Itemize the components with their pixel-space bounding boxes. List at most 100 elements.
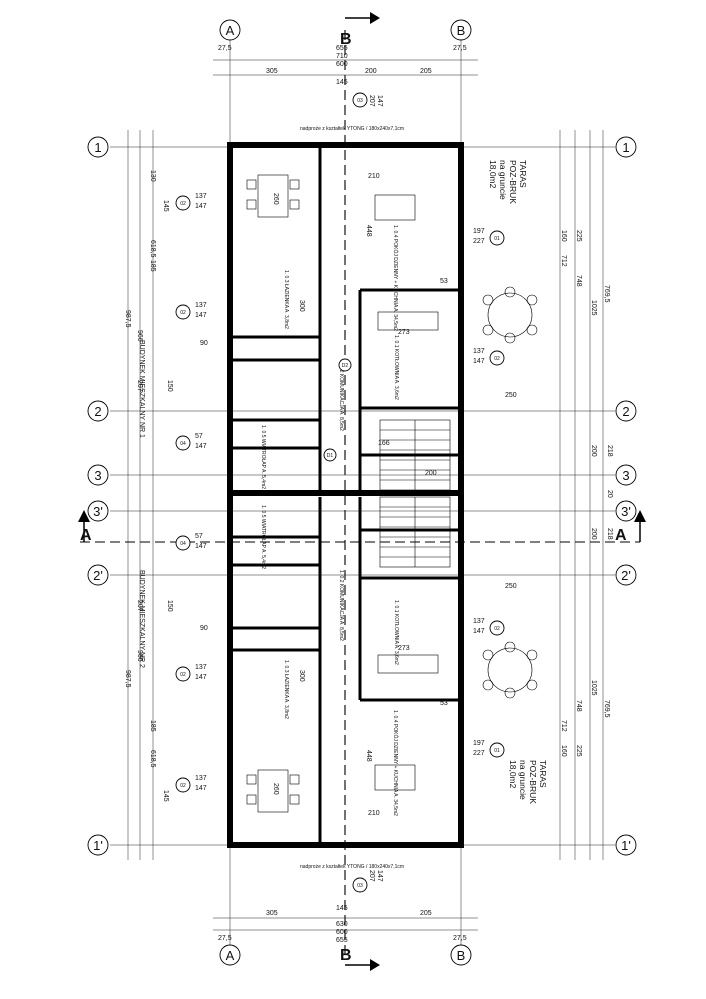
- num-448-top: 448: [365, 225, 372, 237]
- svg-text:90: 90: [200, 625, 208, 632]
- svg-text:137: 137: [473, 618, 485, 625]
- svg-text:A: A: [80, 527, 92, 544]
- num-273-top: 273: [398, 329, 410, 336]
- room-name-kot-bottom: 1. 0.1 KOTŁOWNIA A. 3,6m2: [393, 600, 399, 665]
- svg-text:57: 57: [195, 533, 203, 540]
- svg-text:18,0m2: 18,0m2: [488, 160, 498, 189]
- door-tag-d1: D1: [323, 448, 337, 462]
- axis-bubble-3p-right: 3': [615, 500, 637, 522]
- svg-text:3: 3: [622, 468, 629, 483]
- svg-text:160: 160: [560, 745, 567, 757]
- svg-text:227: 227: [473, 238, 485, 245]
- axis-grid-lines: [110, 40, 615, 950]
- axis-bubble-2p-right: 2': [615, 564, 637, 586]
- room-name-wc-bottom: 1. 0.3 ŁAZIENKA A. 3,8m2: [283, 660, 289, 719]
- section-marker-a-left: A: [78, 510, 92, 544]
- svg-text:966: 966: [136, 650, 143, 662]
- svg-text:20: 20: [606, 490, 613, 498]
- svg-text:200: 200: [590, 528, 597, 540]
- dim-top-27-5-right: 27,5: [453, 45, 467, 52]
- svg-text:1': 1': [93, 838, 103, 853]
- svg-text:227: 227: [473, 750, 485, 757]
- svg-text:225: 225: [575, 745, 582, 757]
- num-260-bottom: 260: [272, 783, 279, 795]
- bed-lower: [377, 654, 439, 674]
- svg-text:18,0m2: 18,0m2: [508, 760, 518, 789]
- building-label-2: BUDYNEK MIESZKALNY NR 2: [138, 570, 145, 668]
- axis-bubble-b-bottom: B: [450, 944, 472, 966]
- svg-text:150: 150: [166, 600, 173, 612]
- room-name-hall-top: 1. 0.5 WIATROŁAP A. 5,4m2: [260, 425, 266, 489]
- dim-top-145: 145: [336, 79, 348, 86]
- room-name-kom-top: 1. 0.2 KOMUNIKACJA A. 8,5m2: [338, 360, 344, 431]
- dim-bottom-145: 145: [336, 905, 348, 912]
- svg-text:207: 207: [136, 600, 143, 612]
- dim-bottom-27-5-right: 27,5: [453, 935, 467, 942]
- svg-text:207: 207: [368, 870, 375, 882]
- axis-bubble-a-bottom: A: [219, 944, 241, 966]
- svg-text:987,5: 987,5: [124, 310, 131, 328]
- num-53-top: 53: [440, 278, 448, 285]
- svg-text:na gruncie: na gruncie: [518, 760, 528, 800]
- svg-text:769,5: 769,5: [603, 285, 610, 303]
- svg-text:137: 137: [195, 193, 207, 200]
- svg-text:130: 130: [149, 170, 156, 182]
- svg-text:01: 01: [494, 748, 500, 754]
- svg-text:04: 04: [180, 541, 186, 547]
- section-marker-a-right: A: [615, 510, 646, 544]
- room-name-hall-bottom: 1. 0.5 WIATROŁAP A. 5,4m2: [260, 505, 266, 569]
- svg-text:D2: D2: [342, 363, 349, 369]
- axis-bubble-3p-left: 3': [87, 500, 109, 522]
- svg-text:250: 250: [505, 392, 517, 399]
- terrace-label-top: TARAS POZ-BRUK na gruncie 18,0m2: [488, 160, 528, 204]
- svg-text:1025: 1025: [590, 680, 597, 696]
- section-marker-b-top: B: [340, 12, 380, 48]
- svg-text:57: 57: [195, 433, 203, 440]
- svg-text:160: 160: [560, 230, 567, 242]
- svg-text:250: 250: [505, 583, 517, 590]
- svg-text:225: 225: [575, 230, 582, 242]
- dim-top-27-5-left: 27,5: [218, 45, 232, 52]
- svg-text:218: 218: [606, 445, 613, 457]
- svg-text:90: 90: [200, 340, 208, 347]
- dim-bottom-305: 305: [266, 910, 278, 917]
- terrace-table-lower: [482, 641, 538, 699]
- dim-bottom-630: 630: [336, 921, 348, 928]
- svg-text:712: 712: [560, 720, 567, 732]
- svg-text:207: 207: [136, 380, 143, 392]
- num-166: 166: [378, 440, 390, 447]
- dining-table-upper: [246, 174, 300, 218]
- svg-text:1: 1: [94, 140, 101, 155]
- svg-text:185: 185: [149, 260, 156, 272]
- axis-bubble-b-top: B: [450, 19, 472, 41]
- axis-bubble-3-right: 3: [615, 464, 637, 486]
- num-200: 200: [425, 470, 437, 477]
- svg-text:B: B: [457, 23, 466, 38]
- svg-text:B: B: [340, 31, 352, 48]
- dim-top-600: 600: [336, 61, 348, 68]
- svg-text:137: 137: [473, 348, 485, 355]
- svg-text:150: 150: [166, 380, 173, 392]
- svg-text:966: 966: [136, 330, 143, 342]
- svg-text:748: 748: [575, 700, 582, 712]
- svg-text:1': 1': [621, 838, 631, 853]
- svg-text:748: 748: [575, 275, 582, 287]
- room-name-kom-bottom: 1. 0.2 KOMUNIKACJA A. 8,5m2: [338, 570, 344, 641]
- dim-top-205: 205: [420, 68, 432, 75]
- svg-text:618,5: 618,5: [149, 750, 156, 768]
- svg-text:147: 147: [195, 203, 207, 210]
- svg-text:769,5: 769,5: [603, 700, 610, 718]
- axis-bubble-1-right: 1: [615, 136, 637, 158]
- svg-text:D1: D1: [327, 453, 334, 459]
- svg-text:147: 147: [195, 443, 207, 450]
- num-300-bottom: 300: [298, 670, 305, 682]
- svg-text:B: B: [340, 947, 352, 964]
- svg-text:147: 147: [195, 785, 207, 792]
- svg-text:02: 02: [180, 310, 186, 316]
- svg-text:137: 137: [195, 664, 207, 671]
- svg-text:02: 02: [180, 201, 186, 207]
